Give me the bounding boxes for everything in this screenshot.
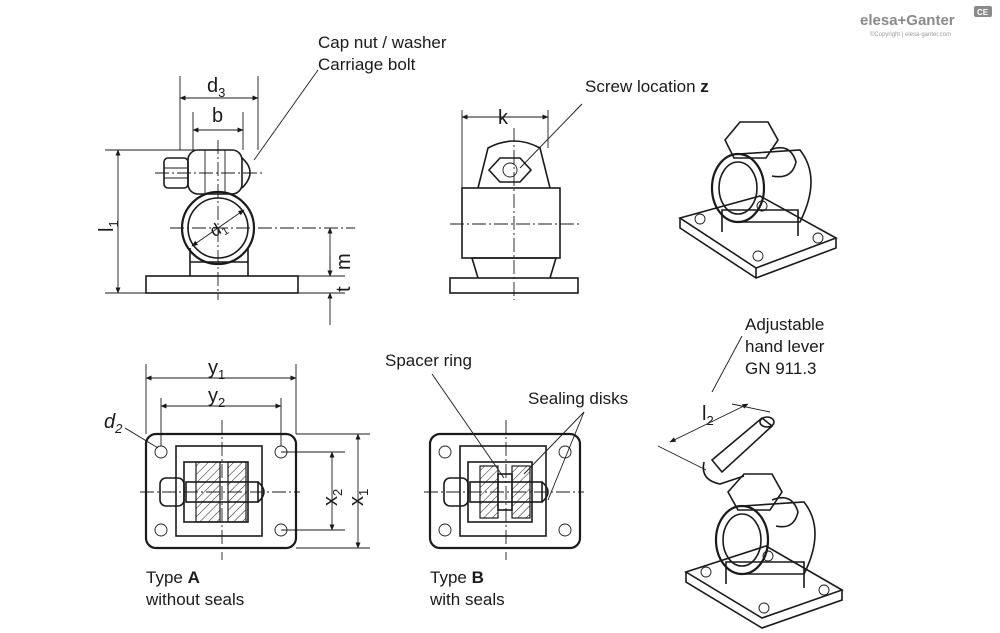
isometric-view-1 bbox=[678, 121, 838, 279]
brand-copyright: ©Copyright | elesa-ganter.com bbox=[870, 31, 951, 38]
svg-text:y2: y2 bbox=[208, 385, 225, 410]
dim-l1: l bbox=[96, 228, 118, 232]
dim-x1: x bbox=[346, 496, 368, 506]
label-screw-location: Screw location z bbox=[585, 77, 709, 96]
svg-text:l2: l2 bbox=[702, 403, 714, 428]
svg-text:d3: d3 bbox=[207, 75, 225, 100]
label-carriage-bolt: Carriage bolt bbox=[318, 55, 416, 74]
label-type-a-desc: without seals bbox=[145, 590, 244, 609]
dim-m: m bbox=[333, 253, 355, 270]
type-a-view: y1 y2 x2 x1 d2 bbox=[104, 357, 371, 560]
brand-badge: CE bbox=[977, 8, 989, 17]
label-cap-nut: Cap nut / washer bbox=[318, 33, 447, 52]
dim-k: k bbox=[498, 107, 509, 129]
svg-text:d1: d1 bbox=[206, 216, 231, 243]
label-type-b-desc: with seals bbox=[429, 590, 505, 609]
dim-t: t bbox=[333, 286, 355, 292]
side-view: k bbox=[449, 103, 583, 300]
isometric-view-2: l2 bbox=[657, 335, 844, 629]
svg-text:x2: x2 bbox=[320, 489, 345, 506]
dim-b: b bbox=[212, 105, 223, 127]
dim-x2: x bbox=[320, 496, 342, 506]
label-spacer-ring: Spacer ring bbox=[385, 351, 472, 370]
brand-logo: elesa+Ganter ©Copyright | elesa-ganter.c… bbox=[860, 6, 992, 38]
dim-y1: y bbox=[208, 357, 218, 379]
brand-logo-text: elesa+Ganter bbox=[860, 12, 955, 29]
label-sealing-disks: Sealing disks bbox=[528, 389, 628, 408]
label-type-b: Type B bbox=[430, 568, 484, 587]
dim-l2: l bbox=[702, 403, 706, 425]
label-adjustable-2: hand lever bbox=[745, 337, 825, 356]
svg-text:d2: d2 bbox=[104, 411, 123, 436]
svg-text:l1: l1 bbox=[96, 220, 121, 232]
dim-y2: y bbox=[208, 385, 218, 407]
front-view: d1 d3 b l1 m t bbox=[96, 69, 355, 325]
svg-text:x1: x1 bbox=[346, 489, 371, 506]
dim-d2: d bbox=[104, 411, 116, 433]
dim-d3: d bbox=[207, 75, 218, 97]
label-adjustable-1: Adjustable bbox=[745, 315, 824, 334]
type-b-view bbox=[424, 373, 585, 560]
label-adjustable-3: GN 911.3 bbox=[745, 359, 817, 378]
svg-text:y1: y1 bbox=[208, 357, 225, 382]
label-type-a: Type A bbox=[146, 568, 200, 587]
